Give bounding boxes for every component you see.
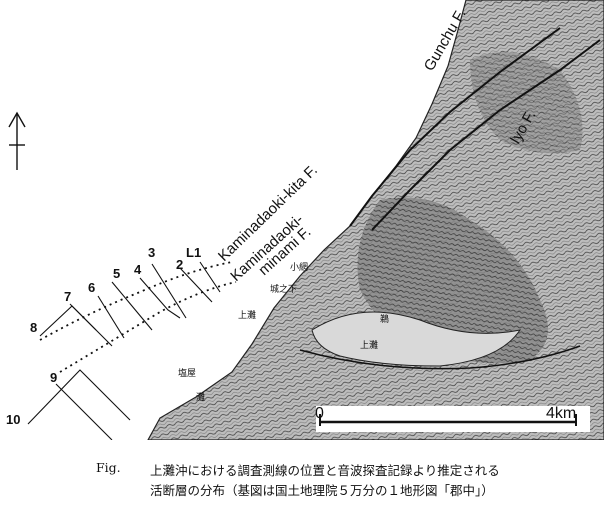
survey-label-2: 2 xyxy=(176,257,183,272)
place-label: 上灘 xyxy=(238,309,256,320)
iyo-fault-line xyxy=(371,39,601,231)
survey-label-3: 3 xyxy=(148,245,155,260)
survey-label-4: 4 xyxy=(134,262,142,277)
north-arrow xyxy=(8,111,26,170)
survey-label-8: 8 xyxy=(30,320,37,335)
survey-line-8 xyxy=(39,305,97,337)
place-label: 灘 xyxy=(196,391,205,402)
scale-end-label: 4km xyxy=(546,405,576,422)
figure-label: Fig. xyxy=(96,460,121,475)
scale-bar: 0 4km xyxy=(315,405,590,432)
survey-lines xyxy=(27,261,221,440)
survey-label-5: 5 xyxy=(113,266,120,281)
caption-line-1: 上灘沖における調査測線の位置と音波探査記録より推定される xyxy=(150,463,500,478)
fault-map: L1 2 3 4 5 6 7 8 9 10 Gunchu F. Iyo F. K… xyxy=(6,0,604,440)
mountain-shading xyxy=(470,52,583,154)
place-label: 塩屋 xyxy=(178,367,196,378)
place-labels: 小網 城之下 上灘 鵜 上灘 塩屋 灘 xyxy=(178,261,389,402)
place-label: 小網 xyxy=(290,261,308,272)
scale-start-label: 0 xyxy=(315,405,324,422)
survey-label-7: 7 xyxy=(64,289,71,304)
survey-label-L1: L1 xyxy=(186,245,201,260)
caption-line-2: 活断層の分布（基図は国土地理院５万分の１地形図「郡中」） xyxy=(150,483,494,498)
survey-line-3 xyxy=(151,263,187,319)
place-label: 上灘 xyxy=(360,339,378,350)
river-valley xyxy=(311,311,522,367)
place-label: 鵜 xyxy=(380,313,389,324)
place-label: 城之下 xyxy=(270,283,297,294)
survey-line-5 xyxy=(111,281,153,331)
kaminadaoki-minami-fault-trace xyxy=(59,281,237,373)
survey-line-6 xyxy=(97,295,125,339)
gunchu-fault-line xyxy=(349,27,561,227)
survey-line-2 xyxy=(179,267,213,303)
survey-line-10 xyxy=(27,369,131,425)
road xyxy=(299,345,581,370)
survey-line-labels: L1 2 3 4 5 6 7 8 9 10 xyxy=(6,245,201,427)
survey-label-9: 9 xyxy=(50,370,57,385)
survey-line-9 xyxy=(55,383,113,440)
survey-label-10: 10 xyxy=(6,412,20,427)
survey-label-6: 6 xyxy=(88,280,95,295)
survey-line-L1 xyxy=(199,261,221,293)
